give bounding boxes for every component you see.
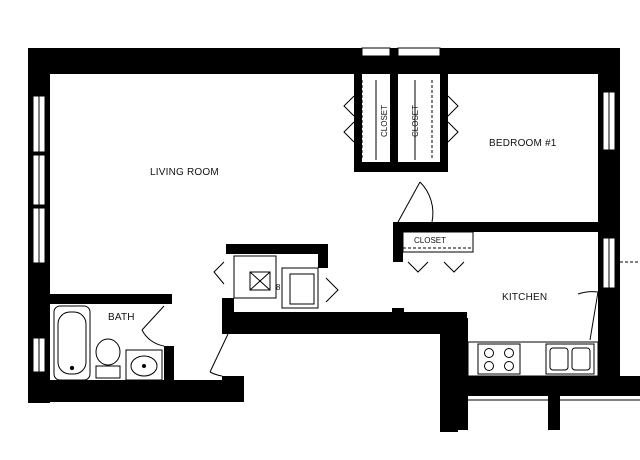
wall-bottom-bath xyxy=(28,380,243,402)
stove xyxy=(477,343,521,375)
wall-central xyxy=(222,312,467,334)
bath-fixtures xyxy=(53,305,163,381)
toilet xyxy=(95,338,121,366)
wall-kitchen-stub xyxy=(392,308,404,334)
label-closet-left: CLOSET xyxy=(380,105,389,137)
wall-top xyxy=(28,48,620,74)
door-bedroom xyxy=(397,181,421,223)
label-kitchen: KITCHEN xyxy=(502,292,547,303)
label-living-room: LIVING ROOM xyxy=(150,167,219,178)
wall-kitchen-bottom-stub xyxy=(440,396,458,432)
label-bedroom: BEDROOM #1 xyxy=(489,138,557,149)
wall-bath-top xyxy=(50,294,172,304)
wall-closet-mid xyxy=(390,72,398,172)
windows xyxy=(32,47,616,373)
wall-closet-pier xyxy=(393,222,403,262)
label-closet-right: CLOSET xyxy=(411,105,420,137)
top-opening-2 xyxy=(397,47,441,57)
door-bath xyxy=(141,305,165,331)
wall-wd-top xyxy=(226,244,328,254)
lower-right-structure xyxy=(548,376,640,430)
wall-bath-right xyxy=(164,346,174,384)
wall-wd-side xyxy=(318,244,328,268)
wall-closet-left-side xyxy=(354,72,362,172)
washer-dryer-mark: 8 xyxy=(276,283,281,292)
label-closet-kitchen: CLOSET xyxy=(414,236,446,245)
room-labels: LIVING ROOM BEDROOM #1 KITCHEN BATH CLOS… xyxy=(108,105,557,323)
wall-closet-bottom xyxy=(354,162,448,172)
wall-kitchen-bottom xyxy=(440,376,620,396)
washer-dryer: 8 xyxy=(233,255,319,309)
wall-bedroom-south xyxy=(393,222,620,232)
wall-bottom-bath-end xyxy=(222,376,244,402)
wall-closet-right-side xyxy=(440,72,448,172)
wall-central-step xyxy=(222,298,234,334)
doors xyxy=(141,181,599,377)
door-entry xyxy=(209,333,229,373)
kitchen-fixtures xyxy=(467,261,640,377)
closet-details xyxy=(343,80,474,273)
door-kitchen xyxy=(589,291,599,341)
top-opening-1 xyxy=(361,47,391,57)
label-bath: BATH xyxy=(108,312,135,323)
